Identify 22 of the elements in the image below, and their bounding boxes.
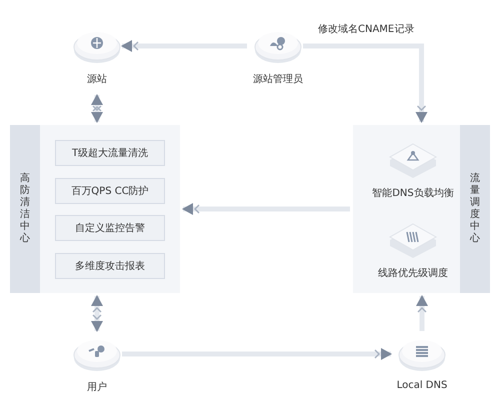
arrow	[122, 347, 393, 361]
feature-box: 自定义监控告警	[55, 215, 165, 241]
arrow	[181, 202, 350, 216]
arrow	[90, 93, 104, 124]
arrow	[90, 294, 104, 333]
panel	[353, 125, 490, 293]
panel	[10, 125, 180, 293]
feature-box: T级超大流量清洗	[55, 140, 165, 166]
arrow	[303, 44, 428, 124]
edge-label: 修改域名CNAME记录	[318, 22, 414, 36]
node-label: 线路优先级调度	[378, 266, 448, 280]
panel-title: 流量调度中心	[470, 173, 480, 245]
feature-box: 多维度攻击报表	[55, 253, 165, 279]
node-label: 智能DNS负载均衡	[372, 186, 454, 200]
node-label: Local DNS	[396, 380, 448, 391]
arrow	[120, 39, 247, 53]
node-label: 源站管理员	[253, 72, 303, 86]
feature-box: 百万QPS CC防护	[55, 178, 165, 204]
panel-title: 高防清洁中心	[20, 173, 30, 245]
arrow	[415, 294, 429, 331]
node-label: 源站	[87, 72, 107, 86]
node-label: 用户	[87, 380, 107, 394]
